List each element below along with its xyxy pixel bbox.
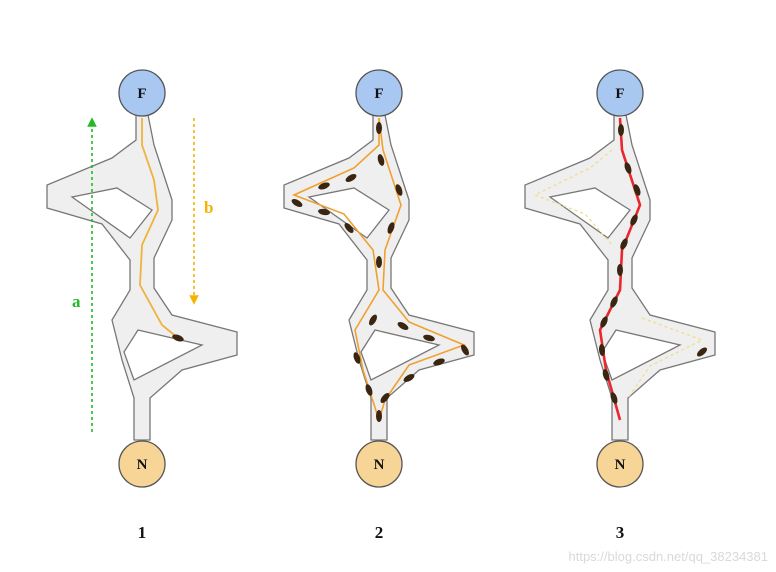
- panel-number: 3: [616, 523, 625, 542]
- nest-node-label: N: [137, 457, 148, 473]
- arrow-a-label: a: [72, 292, 81, 311]
- panel-number: 1: [138, 523, 147, 542]
- food-node-label: F: [374, 86, 383, 102]
- nest-node-label: N: [374, 457, 385, 473]
- watermark-text: https://blog.csdn.net/qq_38234381: [569, 549, 769, 564]
- corridor: [284, 115, 474, 440]
- panel-2: F N 2: [284, 70, 474, 542]
- panel-1: a b F N 1: [47, 70, 237, 542]
- food-node-label: F: [137, 86, 146, 102]
- panel-3: F N 3: [525, 70, 715, 542]
- corridor: [47, 115, 237, 440]
- arrow-b-label: b: [204, 198, 213, 217]
- nest-node-label: N: [615, 457, 626, 473]
- food-node-label: F: [615, 86, 624, 102]
- panel-number: 2: [375, 523, 384, 542]
